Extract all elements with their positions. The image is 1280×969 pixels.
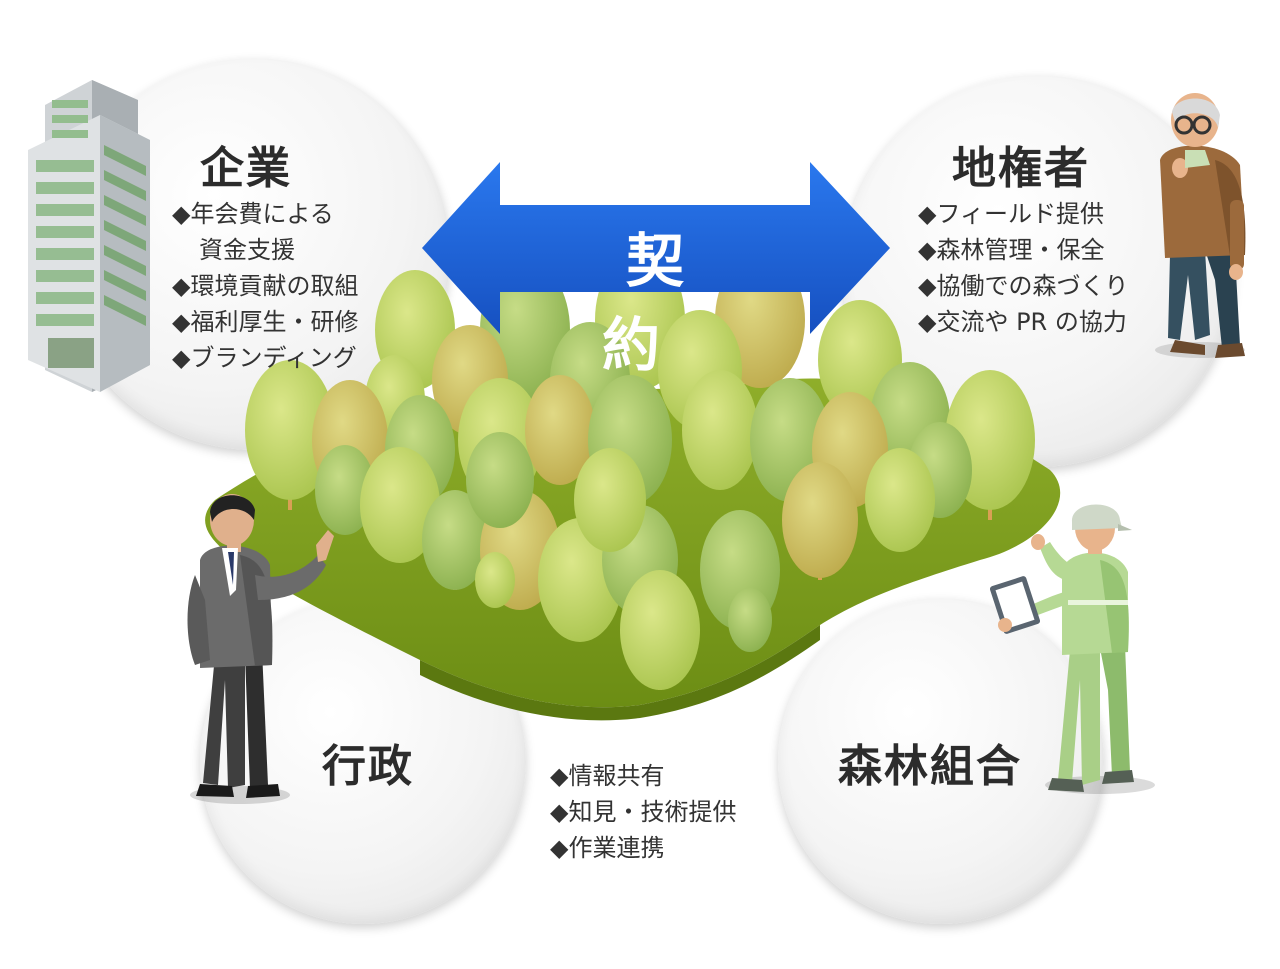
kigyo-list: ◆年会費による 資金支援 ◆環境貢献の取組 ◆福利厚生・研修 ◆ブランディング: [172, 196, 358, 376]
list-item: ◆年会費による: [172, 200, 334, 228]
list-item: ◆ブランディング: [172, 344, 357, 372]
forest-icon: [245, 250, 1035, 690]
kigyo-title: 企業: [200, 143, 292, 194]
list-item: ◆交流や PR の協力: [918, 308, 1127, 336]
list-item: ◆フィールド提供: [918, 200, 1104, 228]
contract-label: 契 約: [601, 227, 839, 379]
list-item: ◆環境貢献の取組: [172, 272, 359, 300]
list-item: ◆情報共有: [550, 762, 665, 790]
shared-list: ◆情報共有 ◆知見・技術提供 ◆作業連携: [550, 758, 736, 866]
office-building-icon: [28, 80, 150, 392]
kumiai-circle: [778, 598, 1104, 924]
forest-worker-icon: [989, 504, 1155, 794]
elderly-man-icon: [1155, 93, 1246, 358]
chiken-title: 地権者: [952, 143, 1090, 194]
chiken-list: ◆フィールド提供 ◆森林管理・保全 ◆協働での森づくり ◆交流や PR の協力: [918, 196, 1128, 340]
list-item: ◆知見・技術提供: [550, 798, 737, 826]
list-item: 資金支援: [199, 236, 295, 264]
businessman-icon: [187, 494, 334, 804]
gyosei-title: 行政: [322, 741, 414, 792]
kumiai-title: 森林組合: [838, 741, 1022, 792]
list-item: ◆森林管理・保全: [918, 236, 1105, 264]
double-arrow-icon: [422, 162, 890, 334]
list-item: ◆作業連携: [550, 834, 665, 862]
list-item: ◆福利厚生・研修: [172, 308, 359, 336]
list-item: ◆協働での森づくり: [918, 272, 1129, 300]
